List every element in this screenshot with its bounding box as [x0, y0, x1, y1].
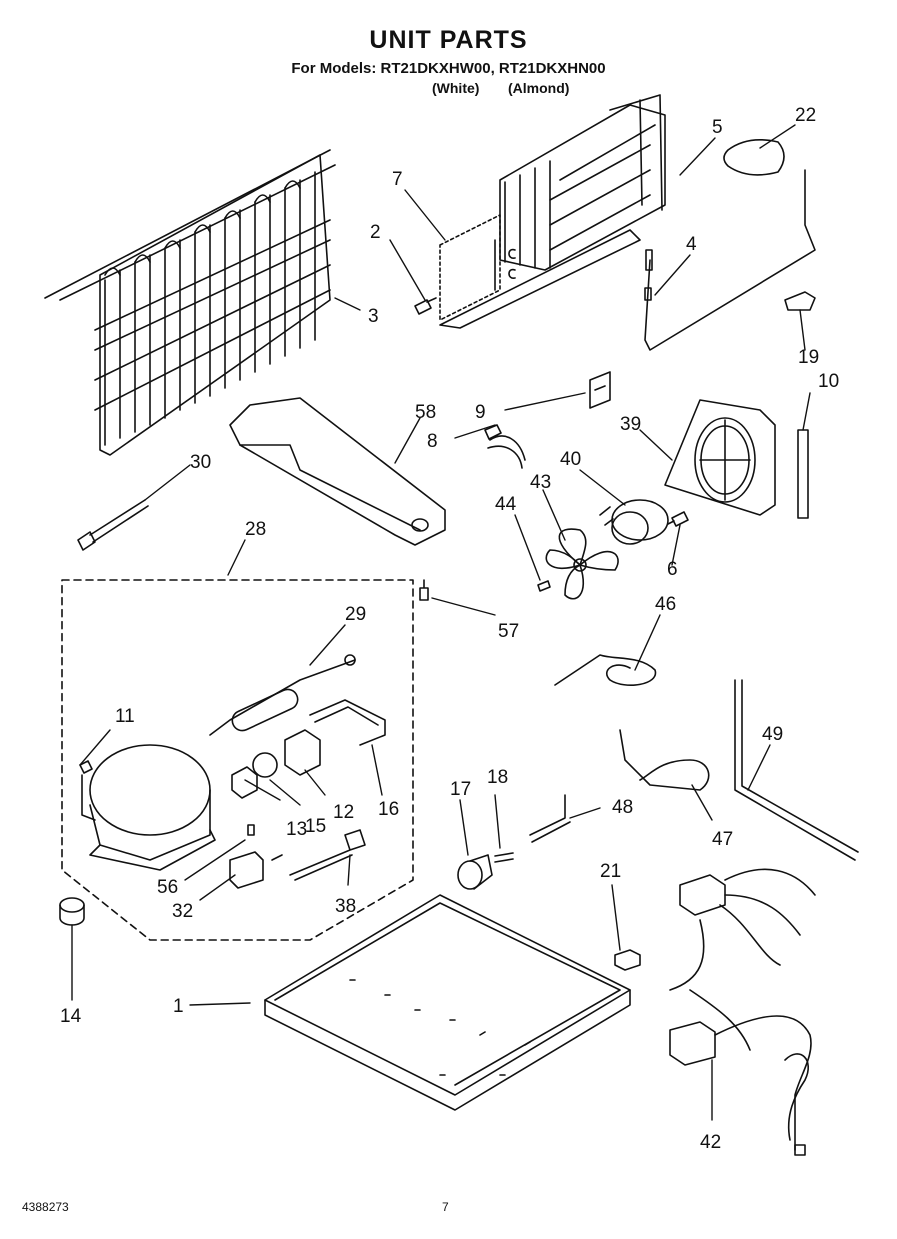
power-cord-8-drawing [484, 424, 526, 469]
callout-30: 30 [190, 452, 211, 473]
callout-49: 49 [762, 724, 783, 745]
page-title: UNIT PARTS [369, 26, 528, 54]
page-number: 7 [442, 1200, 449, 1214]
callout-57: 57 [498, 621, 519, 642]
models-line: For Models: RT21DKXHW00, RT21DKXHN00 [291, 60, 606, 77]
clip-44-drawing [537, 580, 551, 592]
variant-white: (White) [432, 80, 480, 96]
callout-56: 56 [157, 877, 178, 898]
condenser-coil-drawing [44, 149, 336, 456]
cable-tie-drawing [77, 499, 149, 551]
callout-17: 17 [450, 779, 471, 800]
callout-44: 44 [495, 494, 517, 515]
tube-49-drawing [734, 679, 859, 861]
callout-16: 16 [378, 799, 399, 820]
leader-lines [71, 124, 811, 1121]
tube-16-drawing [309, 699, 386, 746]
callout-11: 11 [115, 706, 135, 727]
thermostat-wire-drawing [644, 169, 816, 351]
callout-2: 2 [370, 222, 381, 243]
tube-46-drawing [554, 654, 657, 686]
screw-57-drawing [419, 579, 429, 601]
callout-15: 15 [305, 816, 326, 837]
evaporator-drawing [439, 94, 666, 329]
callout-7: 7 [392, 169, 403, 190]
electrical-components-drawing [231, 729, 321, 799]
harness-38-drawing [271, 829, 366, 881]
callout-28: 28 [245, 519, 266, 540]
callout-47: 47 [712, 829, 733, 850]
callout-6: 6 [667, 559, 678, 580]
grommet-14-drawing [59, 897, 85, 926]
compressor-kit-outline [61, 579, 414, 941]
tube-48-drawing [529, 794, 571, 843]
callout-46: 46 [655, 594, 676, 615]
callout-10: 10 [818, 371, 839, 392]
fan-shroud-drawing [664, 399, 776, 516]
screw-6-drawing [667, 511, 689, 527]
drain-trough-drawing [229, 397, 446, 546]
variant-almond: (Almond) [508, 80, 570, 96]
callout-29: 29 [345, 604, 366, 625]
callout-labels: 1 2 3 4 5 6 7 8 9 10 11 12 13 14 15 16 1… [60, 105, 839, 1153]
callout-40: 40 [560, 449, 581, 470]
tube-47-drawing [619, 729, 710, 791]
callout-13: 13 [286, 819, 307, 840]
callout-58: 58 [415, 402, 436, 423]
base-frame-drawing [264, 894, 631, 1111]
callout-18: 18 [487, 767, 508, 788]
fan-blade-drawing [545, 528, 619, 600]
callout-43: 43 [530, 472, 551, 493]
callout-39: 39 [620, 414, 641, 435]
nut-21-drawing [614, 949, 641, 971]
callout-19: 19 [798, 347, 819, 368]
document-number: 4388273 [22, 1200, 69, 1214]
roller-drawing [457, 852, 514, 890]
callout-32: 32 [172, 901, 193, 922]
callout-3: 3 [368, 306, 379, 327]
foam-strip-drawing [797, 429, 809, 519]
screw-2-drawing [414, 297, 437, 315]
compressor-drawing [79, 744, 216, 871]
fan-motor-drawing [599, 499, 669, 545]
callout-4: 4 [686, 234, 697, 255]
callout-38: 38 [335, 896, 356, 917]
callout-21: 21 [600, 861, 621, 882]
callout-48: 48 [612, 797, 633, 818]
defrost-cap-drawing [723, 139, 785, 176]
callout-42: 42 [700, 1132, 721, 1153]
capacitor-drawing [229, 824, 264, 889]
callout-1: 1 [173, 996, 184, 1017]
callout-22: 22 [795, 105, 816, 126]
bracket-9-drawing [589, 371, 611, 409]
callout-5: 5 [712, 117, 723, 138]
callout-14: 14 [60, 1006, 82, 1027]
drier-drawing [209, 654, 356, 736]
callout-8: 8 [427, 431, 438, 452]
callout-12: 12 [333, 802, 354, 823]
wiring-harness-drawing [669, 868, 816, 1156]
callout-9: 9 [475, 402, 486, 423]
